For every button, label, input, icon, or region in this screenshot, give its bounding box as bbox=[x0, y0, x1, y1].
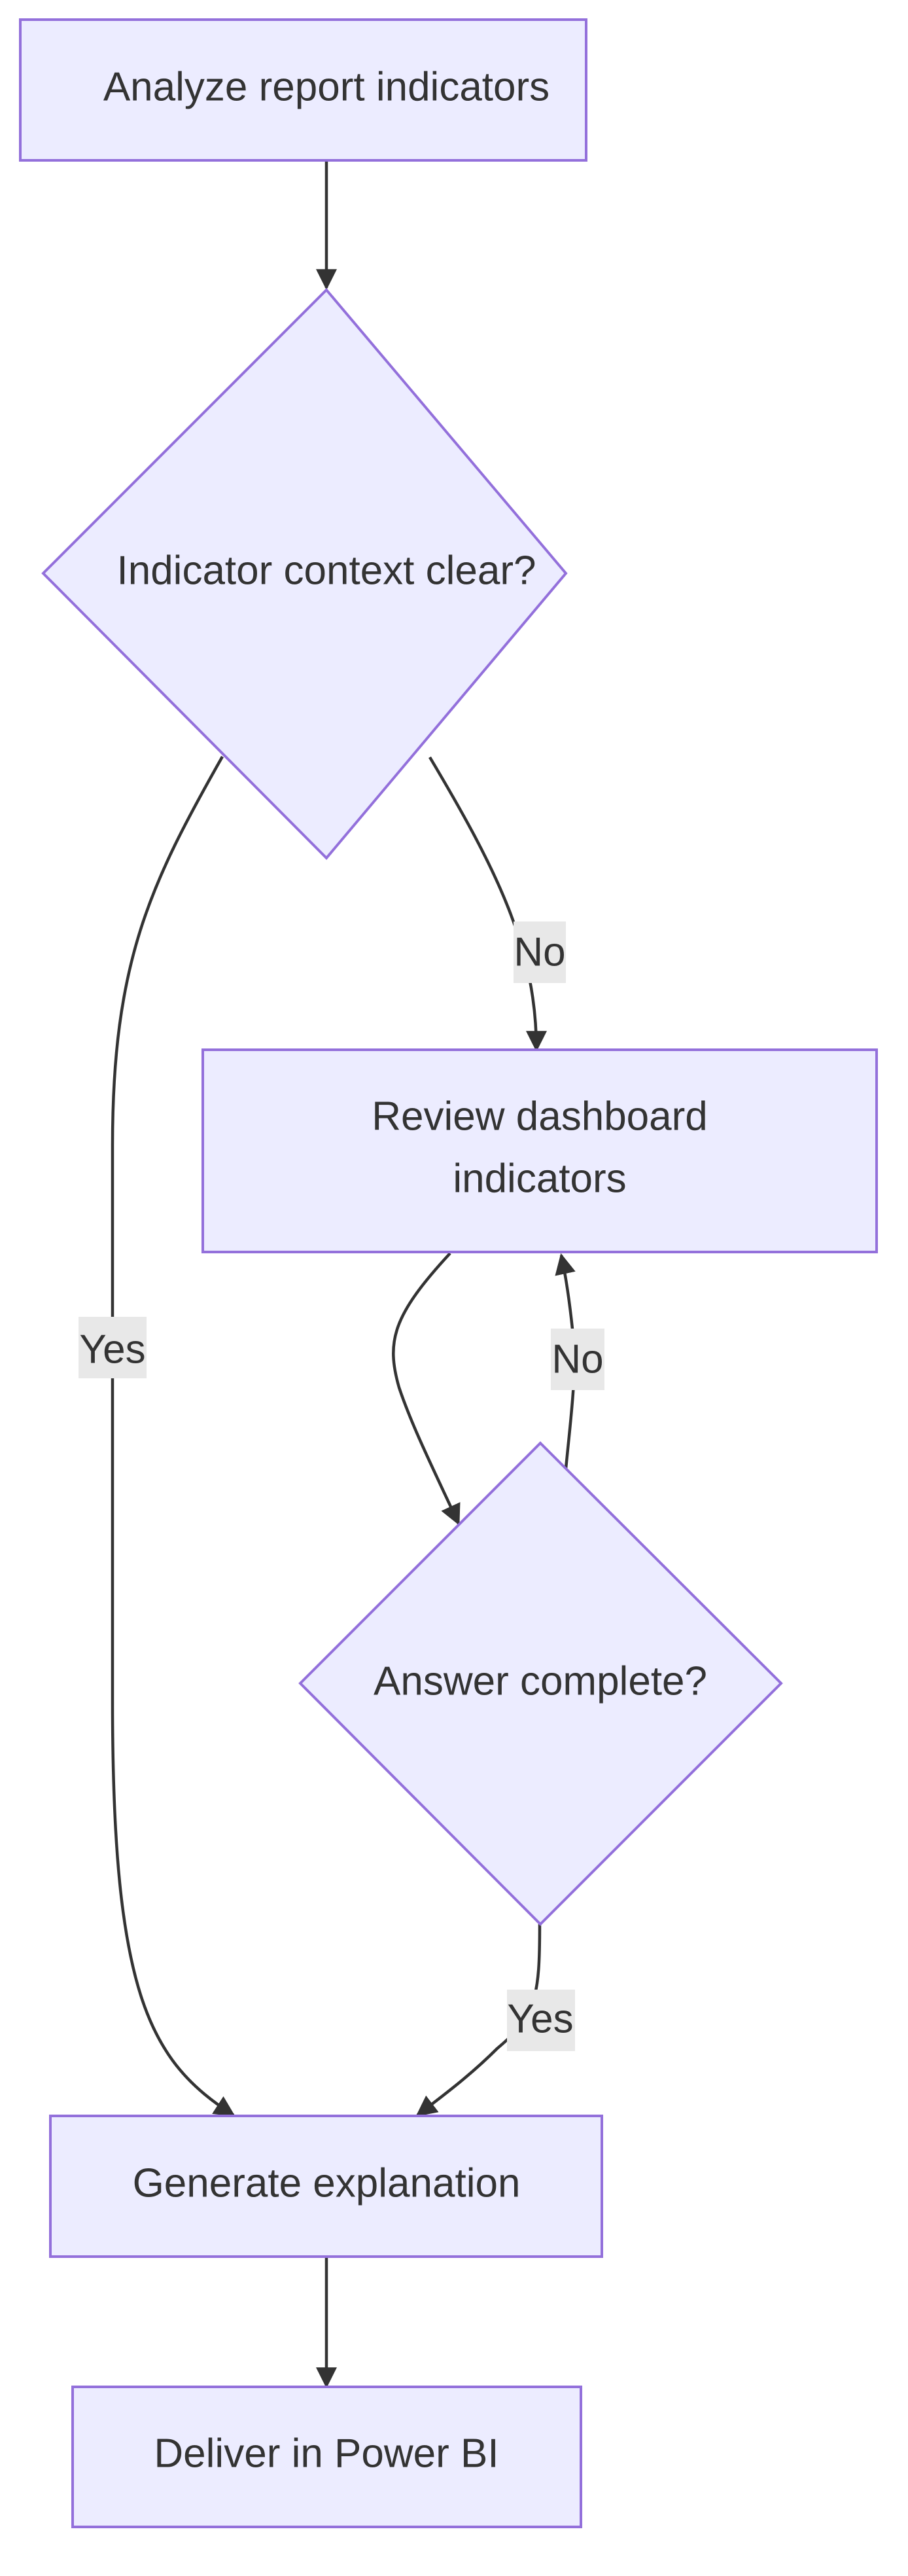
edge-label-context-yes: Yes bbox=[79, 1317, 147, 1378]
edge-label-bg bbox=[514, 921, 566, 983]
edge-context-no bbox=[428, 756, 547, 1052]
edge-review-to-answer bbox=[392, 1252, 461, 1526]
edge-label-bg bbox=[507, 1990, 575, 2051]
node-review: Review dashboard indicators bbox=[201, 1048, 878, 1253]
edge-label-text: Yes bbox=[79, 1327, 145, 1372]
decision-diamond bbox=[41, 288, 568, 860]
node-label-deliver: Deliver in Power BI bbox=[154, 2431, 498, 2477]
edge-label-answer-yes: Yes bbox=[507, 1990, 575, 2051]
node-label-answer-complete: Answer complete? bbox=[374, 1659, 707, 1704]
node-label-review-line2: indicators bbox=[453, 1156, 626, 1202]
node-answer-complete: Answer complete? bbox=[298, 1441, 783, 1926]
edge-label-context-no: No bbox=[514, 921, 566, 983]
edge-label-text: No bbox=[551, 1337, 603, 1382]
node-deliver: Deliver in Power BI bbox=[71, 2386, 582, 2528]
node-label-analyze: Analyze report indicators bbox=[103, 65, 550, 110]
node-label-context-clear: Indicator context clear? bbox=[116, 548, 536, 594]
edge-labels: Yes No No Yes bbox=[79, 921, 604, 2051]
node-label-review-line1: Review dashboard bbox=[372, 1094, 708, 1139]
edge-label-text: Yes bbox=[507, 1997, 573, 2042]
edge-label-text: No bbox=[514, 930, 565, 975]
process-box bbox=[71, 2386, 582, 2528]
edge-label-bg bbox=[79, 1317, 147, 1378]
node-context-clear: Indicator context clear? bbox=[41, 288, 568, 860]
node-generate: Generate explanation bbox=[49, 2115, 603, 2258]
edge-label-bg bbox=[551, 1329, 604, 1390]
node-analyze: Analyze report indicators bbox=[19, 18, 587, 162]
process-box bbox=[19, 18, 587, 162]
decision-diamond bbox=[298, 1441, 783, 1926]
node-label-generate: Generate explanation bbox=[133, 2161, 521, 2206]
process-box bbox=[201, 1048, 878, 1253]
edge-answer-yes bbox=[415, 1923, 542, 2117]
edge-context-yes bbox=[111, 755, 236, 2117]
process-box bbox=[49, 2115, 603, 2258]
edge-label-answer-no: No bbox=[551, 1329, 604, 1390]
